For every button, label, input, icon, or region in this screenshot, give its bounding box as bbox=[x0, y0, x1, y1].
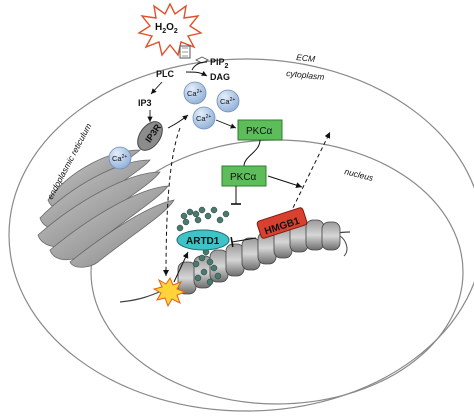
ip3-label: IP3 bbox=[138, 98, 152, 108]
pkca-box-1: PKCα bbox=[237, 119, 283, 141]
h2o2-text-o: O bbox=[166, 22, 174, 33]
chromatin-fiber bbox=[119, 219, 351, 303]
pkca-2-label: PKCα bbox=[230, 172, 257, 183]
calcium-ion-er: Ca2+ bbox=[108, 146, 132, 170]
hmgb1-inhibits-artd1 bbox=[230, 236, 257, 248]
pip2-sub: 2 bbox=[225, 63, 229, 70]
pip2-text: PIP bbox=[210, 57, 225, 67]
pkca-box-2: PKCα bbox=[221, 165, 267, 187]
poly-adp-ribose-chains bbox=[176, 206, 230, 286]
artd1-label: ARTD1 bbox=[186, 236, 220, 247]
pkca-to-hmgb1-arrow bbox=[267, 175, 303, 189]
endoplasmic-reticulum-shape bbox=[37, 149, 175, 268]
svg-text:H2O2: H2O2 bbox=[155, 22, 178, 35]
cell-membrane bbox=[8, 58, 474, 412]
svg-text:Ca2+: Ca2+ bbox=[196, 114, 211, 123]
svg-text:Ca2+: Ca2+ bbox=[187, 89, 202, 98]
calcium-ion-3: Ca2+ bbox=[192, 106, 216, 130]
damage-to-artd1-arrow bbox=[173, 251, 189, 283]
h2o2-sub-1: 2 bbox=[162, 28, 166, 35]
h2o2-burst: H2O2 bbox=[137, 2, 203, 57]
nucleus-label: nucleus bbox=[344, 166, 376, 183]
plc-to-ip3-arrow bbox=[150, 81, 163, 95]
ca-to-pkc-arrow bbox=[215, 119, 237, 129]
dna-damage-burst-icon bbox=[152, 276, 187, 308]
plc-label: PLC bbox=[156, 69, 175, 79]
pip2-label: PIP2 bbox=[210, 57, 229, 70]
ip3r-to-ca-arrow bbox=[167, 114, 189, 129]
dag-label: DAG bbox=[210, 72, 230, 82]
plc-to-dag-arrow bbox=[185, 70, 208, 77]
svg-text:Ca2+: Ca2+ bbox=[112, 154, 127, 163]
pip2-curve bbox=[191, 61, 208, 71]
h2o2-sub-2: 2 bbox=[174, 28, 178, 35]
ca-to-damage-dashed-arrow bbox=[163, 127, 181, 277]
hmgb1-export-arrow bbox=[289, 131, 331, 215]
pkca-1-label: PKCα bbox=[246, 126, 273, 137]
artd1-protein: ARTD1 bbox=[176, 229, 230, 251]
cytoplasm-label: cytoplasm bbox=[286, 68, 325, 82]
pkca-translocation-line bbox=[243, 139, 261, 167]
h2o2-text-h: H bbox=[155, 22, 162, 33]
ip3r-receptor: IP3R bbox=[137, 121, 163, 151]
calcium-ion-2: Ca2+ bbox=[216, 89, 240, 113]
membrane-channel-icon bbox=[179, 45, 210, 64]
calcium-ion-1: Ca2+ bbox=[183, 81, 207, 105]
svg-text:Ca2+: Ca2+ bbox=[220, 97, 235, 106]
ecm-label: ECM bbox=[296, 52, 317, 64]
